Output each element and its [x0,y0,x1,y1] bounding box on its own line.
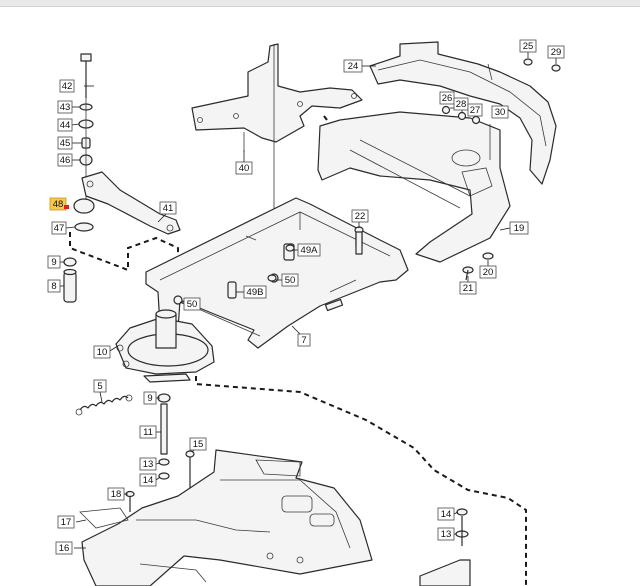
bolt-18 [125,490,135,512]
svg-text:29: 29 [551,47,562,58]
callout-leader-lines [58,52,557,549]
callout-labels: 42 43 44 45 46 48 47 41 40 24 25 29 26 2… [47,39,565,555]
callout-24[interactable]: 24 [343,59,363,73]
small-hardware [267,58,561,282]
callout-14-left[interactable]: 14 [139,473,157,487]
pivot-bracket-41 [81,171,181,235]
svg-text:20: 20 [483,267,494,278]
callout-22[interactable]: 22 [351,209,369,223]
hardware-stack-left [73,53,95,232]
svg-text:25: 25 [523,41,534,52]
callout-11[interactable]: 11 [139,425,157,439]
svg-text:14: 14 [441,509,452,520]
callout-50-lower[interactable]: 50 [183,297,201,311]
svg-text:46: 46 [60,155,71,166]
svg-text:16: 16 [59,543,70,554]
callout-42[interactable]: 42 [59,79,75,93]
svg-text:50: 50 [187,299,198,310]
callout-47[interactable]: 47 [51,221,67,235]
pin-8-and-cap-9 [63,257,77,303]
svg-text:9: 9 [147,393,152,404]
svg-text:11: 11 [143,427,153,438]
callout-44[interactable]: 44 [57,118,73,132]
svg-text:41: 41 [163,203,174,214]
svg-text:28: 28 [456,99,467,110]
svg-text:49A: 49A [301,245,319,256]
svg-text:27: 27 [470,105,481,116]
callout-8[interactable]: 8 [47,279,61,293]
svg-text:30: 30 [495,107,506,118]
callout-49B[interactable]: 49B [243,285,267,299]
highlight-marker [64,205,69,209]
callout-50-upper[interactable]: 50 [281,273,299,287]
callout-13-right[interactable]: 13 [437,527,455,541]
callout-48-highlighted[interactable]: 48 [49,197,69,211]
svg-text:43: 43 [60,102,71,113]
svg-text:18: 18 [111,489,122,500]
svg-text:22: 22 [355,211,366,222]
shaft-11-stack [157,393,171,480]
svg-text:7: 7 [301,335,306,346]
svg-text:13: 13 [441,529,452,540]
svg-text:44: 44 [60,120,71,131]
callout-46[interactable]: 46 [57,153,73,167]
svg-text:17: 17 [61,517,72,528]
mid-support-panel [317,111,511,263]
callout-25[interactable]: 25 [519,39,537,53]
callout-27[interactable]: 27 [467,103,483,117]
svg-text:40: 40 [239,163,250,174]
svg-text:45: 45 [60,138,71,149]
callout-40[interactable]: 40 [235,161,253,175]
callout-20[interactable]: 20 [479,265,497,279]
svg-text:26: 26 [442,93,453,104]
callout-26[interactable]: 26 [439,91,455,105]
spring-5 [75,394,133,416]
callout-19[interactable]: 19 [509,221,529,235]
callout-13-left[interactable]: 13 [139,457,157,471]
callout-7[interactable]: 7 [297,333,311,347]
svg-text:15: 15 [193,439,204,450]
svg-text:48: 48 [53,199,64,210]
callout-21[interactable]: 21 [459,281,477,295]
callout-28[interactable]: 28 [453,97,469,111]
callout-5[interactable]: 5 [93,379,107,393]
svg-text:50: 50 [285,275,296,286]
callout-15[interactable]: 15 [189,437,207,451]
rear-cover-24 [369,41,557,185]
svg-text:49B: 49B [247,287,264,298]
svg-text:47: 47 [54,223,65,234]
svg-text:21: 21 [463,283,474,294]
svg-text:24: 24 [348,61,359,72]
callout-10[interactable]: 10 [93,345,111,359]
top-toolbar-strip [0,0,640,7]
svg-text:9: 9 [51,257,56,268]
svg-text:10: 10 [97,347,108,358]
callout-9-lower[interactable]: 9 [143,391,157,405]
callout-16[interactable]: 16 [55,541,73,555]
deck-plate-16-17 [79,449,373,586]
svg-text:42: 42 [62,81,73,92]
svg-text:13: 13 [143,459,154,470]
callout-43[interactable]: 43 [57,100,73,114]
callout-49A[interactable]: 49A [297,243,321,257]
svg-text:5: 5 [97,381,102,392]
svg-text:14: 14 [143,475,154,486]
callout-18[interactable]: 18 [107,487,125,501]
callout-17[interactable]: 17 [57,515,75,529]
idler-arm-10 [115,309,215,383]
callout-41[interactable]: 41 [159,201,177,215]
callout-45[interactable]: 45 [57,136,73,150]
svg-text:8: 8 [51,281,56,292]
svg-text:19: 19 [514,223,525,234]
callout-9-upper[interactable]: 9 [47,255,61,269]
callout-14-right[interactable]: 14 [437,507,455,521]
bolt-stack-right [419,508,471,586]
callout-30[interactable]: 30 [491,105,509,119]
callout-29[interactable]: 29 [547,45,565,59]
